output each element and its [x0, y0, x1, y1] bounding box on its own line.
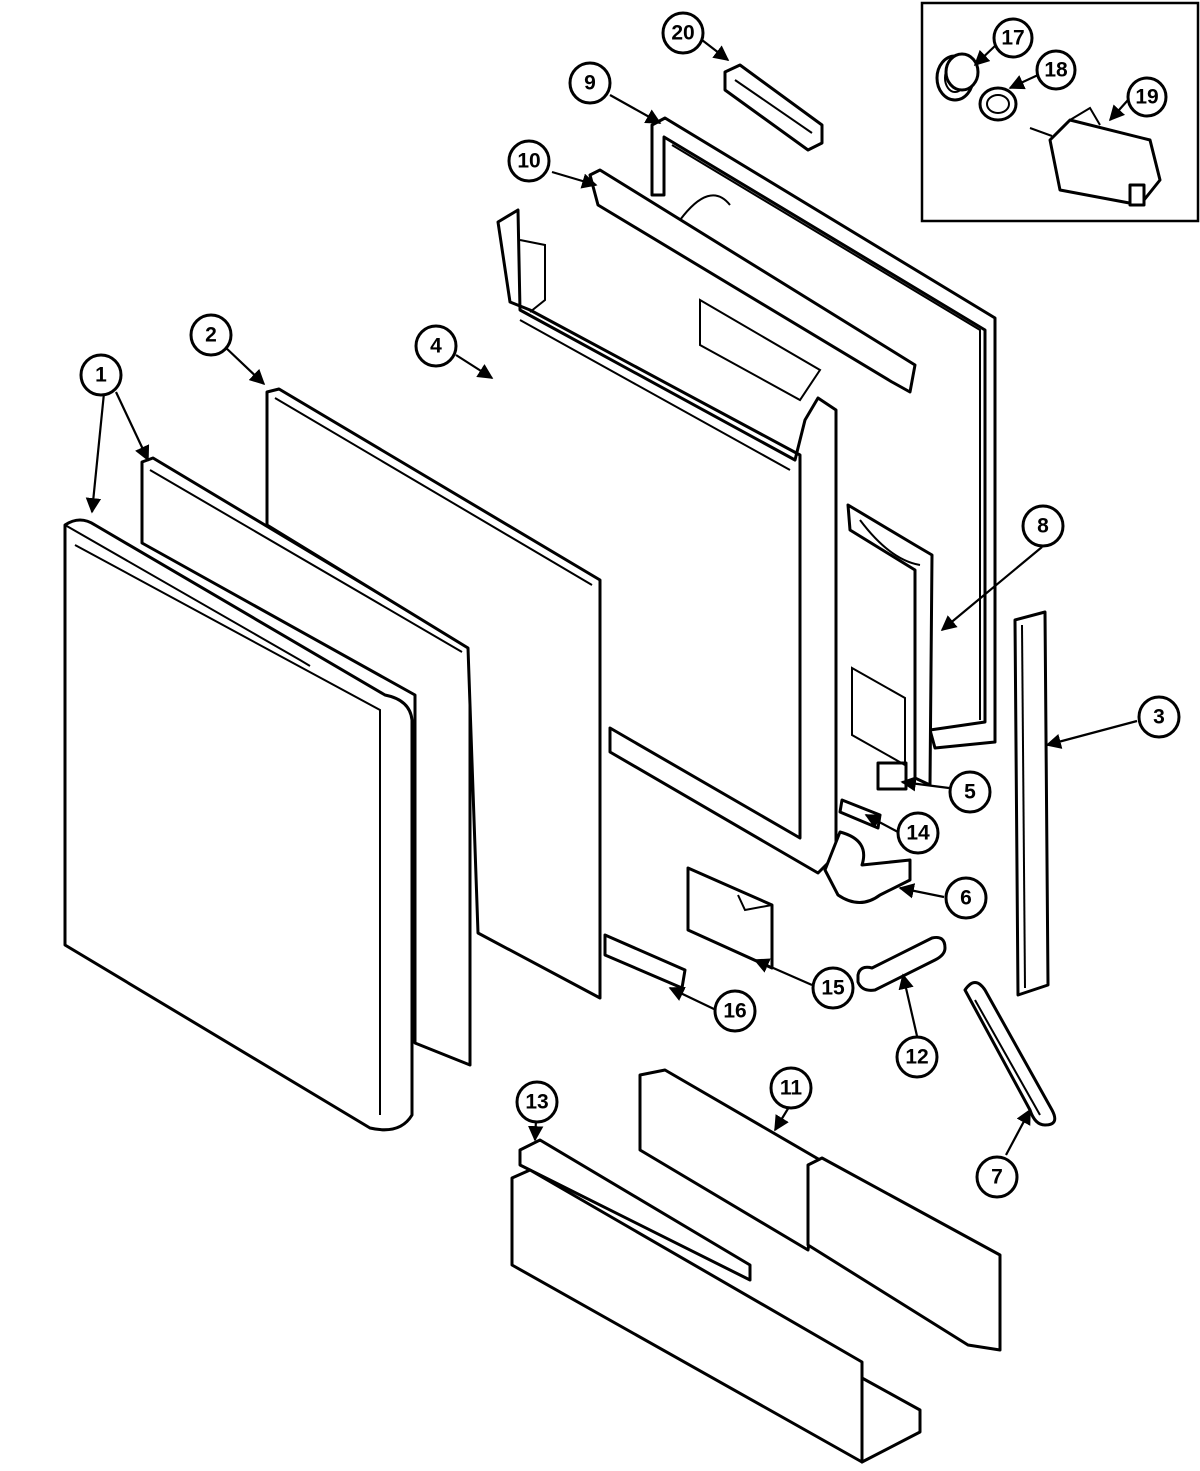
callout-6: 6 [944, 876, 988, 920]
part-12-link [856, 936, 947, 992]
callout-5-label: 5 [964, 781, 976, 804]
part-13-toe-panel [510, 1138, 922, 1464]
part-17-socket [935, 52, 980, 102]
callout-13: 13 [515, 1080, 559, 1124]
callout-7: 7 [975, 1155, 1019, 1199]
part-2-panel [140, 456, 472, 1067]
part-7-spring [963, 981, 1057, 1127]
callout-8: 8 [1021, 504, 1065, 548]
callout-4-label: 4 [430, 335, 442, 358]
part-20-frame [723, 63, 824, 152]
callout-20: 20 [661, 11, 705, 55]
callout-5: 5 [948, 770, 992, 814]
callout-2-label: 2 [205, 324, 217, 347]
callout-14: 14 [896, 811, 940, 855]
callout-10-label: 10 [517, 150, 540, 173]
callout-14-label: 14 [906, 822, 930, 845]
callout-20-label: 20 [671, 22, 694, 45]
callout-15-label: 15 [821, 977, 845, 1000]
callout-16: 16 [713, 989, 757, 1033]
callout-13-label: 13 [525, 1091, 548, 1114]
callout-15: 15 [811, 966, 855, 1010]
callout-6-label: 6 [960, 887, 972, 910]
part-19-switch [1029, 106, 1162, 207]
callout-19: 19 [1126, 76, 1168, 118]
callout-3: 3 [1137, 695, 1181, 739]
part-6-hinge [823, 830, 912, 904]
callout-11: 11 [769, 1066, 813, 1110]
callout-8-label: 8 [1037, 515, 1049, 538]
callout-9-label: 9 [584, 72, 596, 95]
callout-1-label: 1 [95, 364, 107, 387]
callout-2: 2 [189, 313, 233, 357]
callout-11-label: 11 [780, 1077, 803, 1100]
callout-12: 12 [895, 1035, 939, 1079]
callout-16-label: 16 [723, 1000, 746, 1023]
callout-4: 4 [414, 324, 458, 368]
callout-18-label: 18 [1044, 59, 1068, 82]
part-3-side-strip [1013, 610, 1050, 997]
part-4-board [265, 387, 602, 1000]
inset-detail-box [920, 1, 1200, 223]
callout-7-label: 7 [991, 1166, 1003, 1189]
part-8-gasket [846, 503, 934, 787]
callout-12-label: 12 [905, 1046, 928, 1069]
callout-3-label: 3 [1153, 706, 1165, 729]
part-9-door-liner [650, 116, 997, 750]
callout-19-label: 19 [1135, 86, 1158, 109]
callout-17-label: 17 [1001, 27, 1024, 50]
part-1-door-panel [63, 518, 414, 1132]
part-11-insulation [638, 1068, 1002, 1352]
part-5-clip [851, 666, 908, 791]
callout-1: 1 [79, 353, 123, 397]
part-10-top-rail [588, 168, 917, 394]
part-16-latch [603, 933, 687, 990]
callout-18: 18 [1035, 49, 1077, 91]
part-15-bracket-plate [686, 866, 774, 970]
part-18-ring [978, 86, 1018, 122]
callout-9: 9 [568, 61, 612, 105]
callout-10: 10 [507, 139, 551, 183]
part-14-pad [838, 798, 882, 830]
leader-lines [85, 39, 1138, 1156]
callout-17: 17 [992, 17, 1034, 59]
